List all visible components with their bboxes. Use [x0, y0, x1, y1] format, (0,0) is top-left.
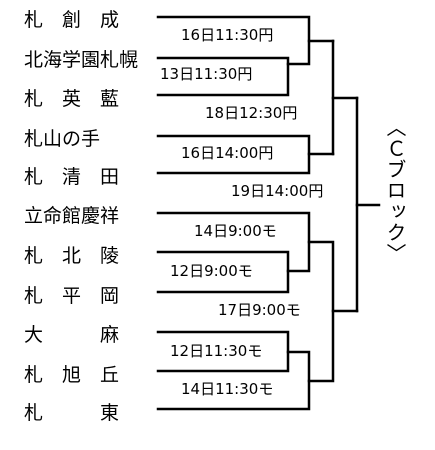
bracket-connector — [156, 250, 290, 294]
block-label: 〈Ｃブロック〉 — [383, 117, 407, 264]
team-name: 札 東 — [24, 402, 119, 424]
match-label: 18日12:30円 — [205, 104, 297, 122]
match-label: 12日11:30モ — [170, 342, 262, 360]
team-name: 北海学園札幌 — [24, 49, 138, 71]
match-label: 19日14:00円 — [231, 182, 323, 200]
team-name: 札 英 藍 — [24, 88, 119, 110]
match-label: 13日11:30円 — [160, 65, 252, 83]
match-label: 16日11:30円 — [181, 26, 273, 44]
match-label: 14日11:30モ — [181, 380, 273, 398]
match-label: 14日9:00モ — [194, 222, 277, 240]
match-label: 16日14:00円 — [181, 144, 273, 162]
team-name: 札 旭 丘 — [24, 364, 119, 386]
match-label: 17日9:00モ — [218, 301, 301, 319]
match-label: 12日9:00モ — [170, 262, 253, 280]
team-name: 札 清 田 — [24, 166, 119, 188]
team-name: 札 平 岡 — [24, 285, 119, 307]
team-name: 大 麻 — [24, 324, 119, 346]
team-name: 札 北 陵 — [24, 245, 119, 267]
team-name: 立命館慶祥 — [24, 205, 119, 227]
bracket-connector — [156, 56, 290, 97]
team-name: 札山の手 — [24, 128, 100, 150]
bracket-connector — [307, 240, 335, 383]
bracket-lines — [156, 15, 381, 411]
team-name: 札 創 成 — [24, 9, 119, 31]
